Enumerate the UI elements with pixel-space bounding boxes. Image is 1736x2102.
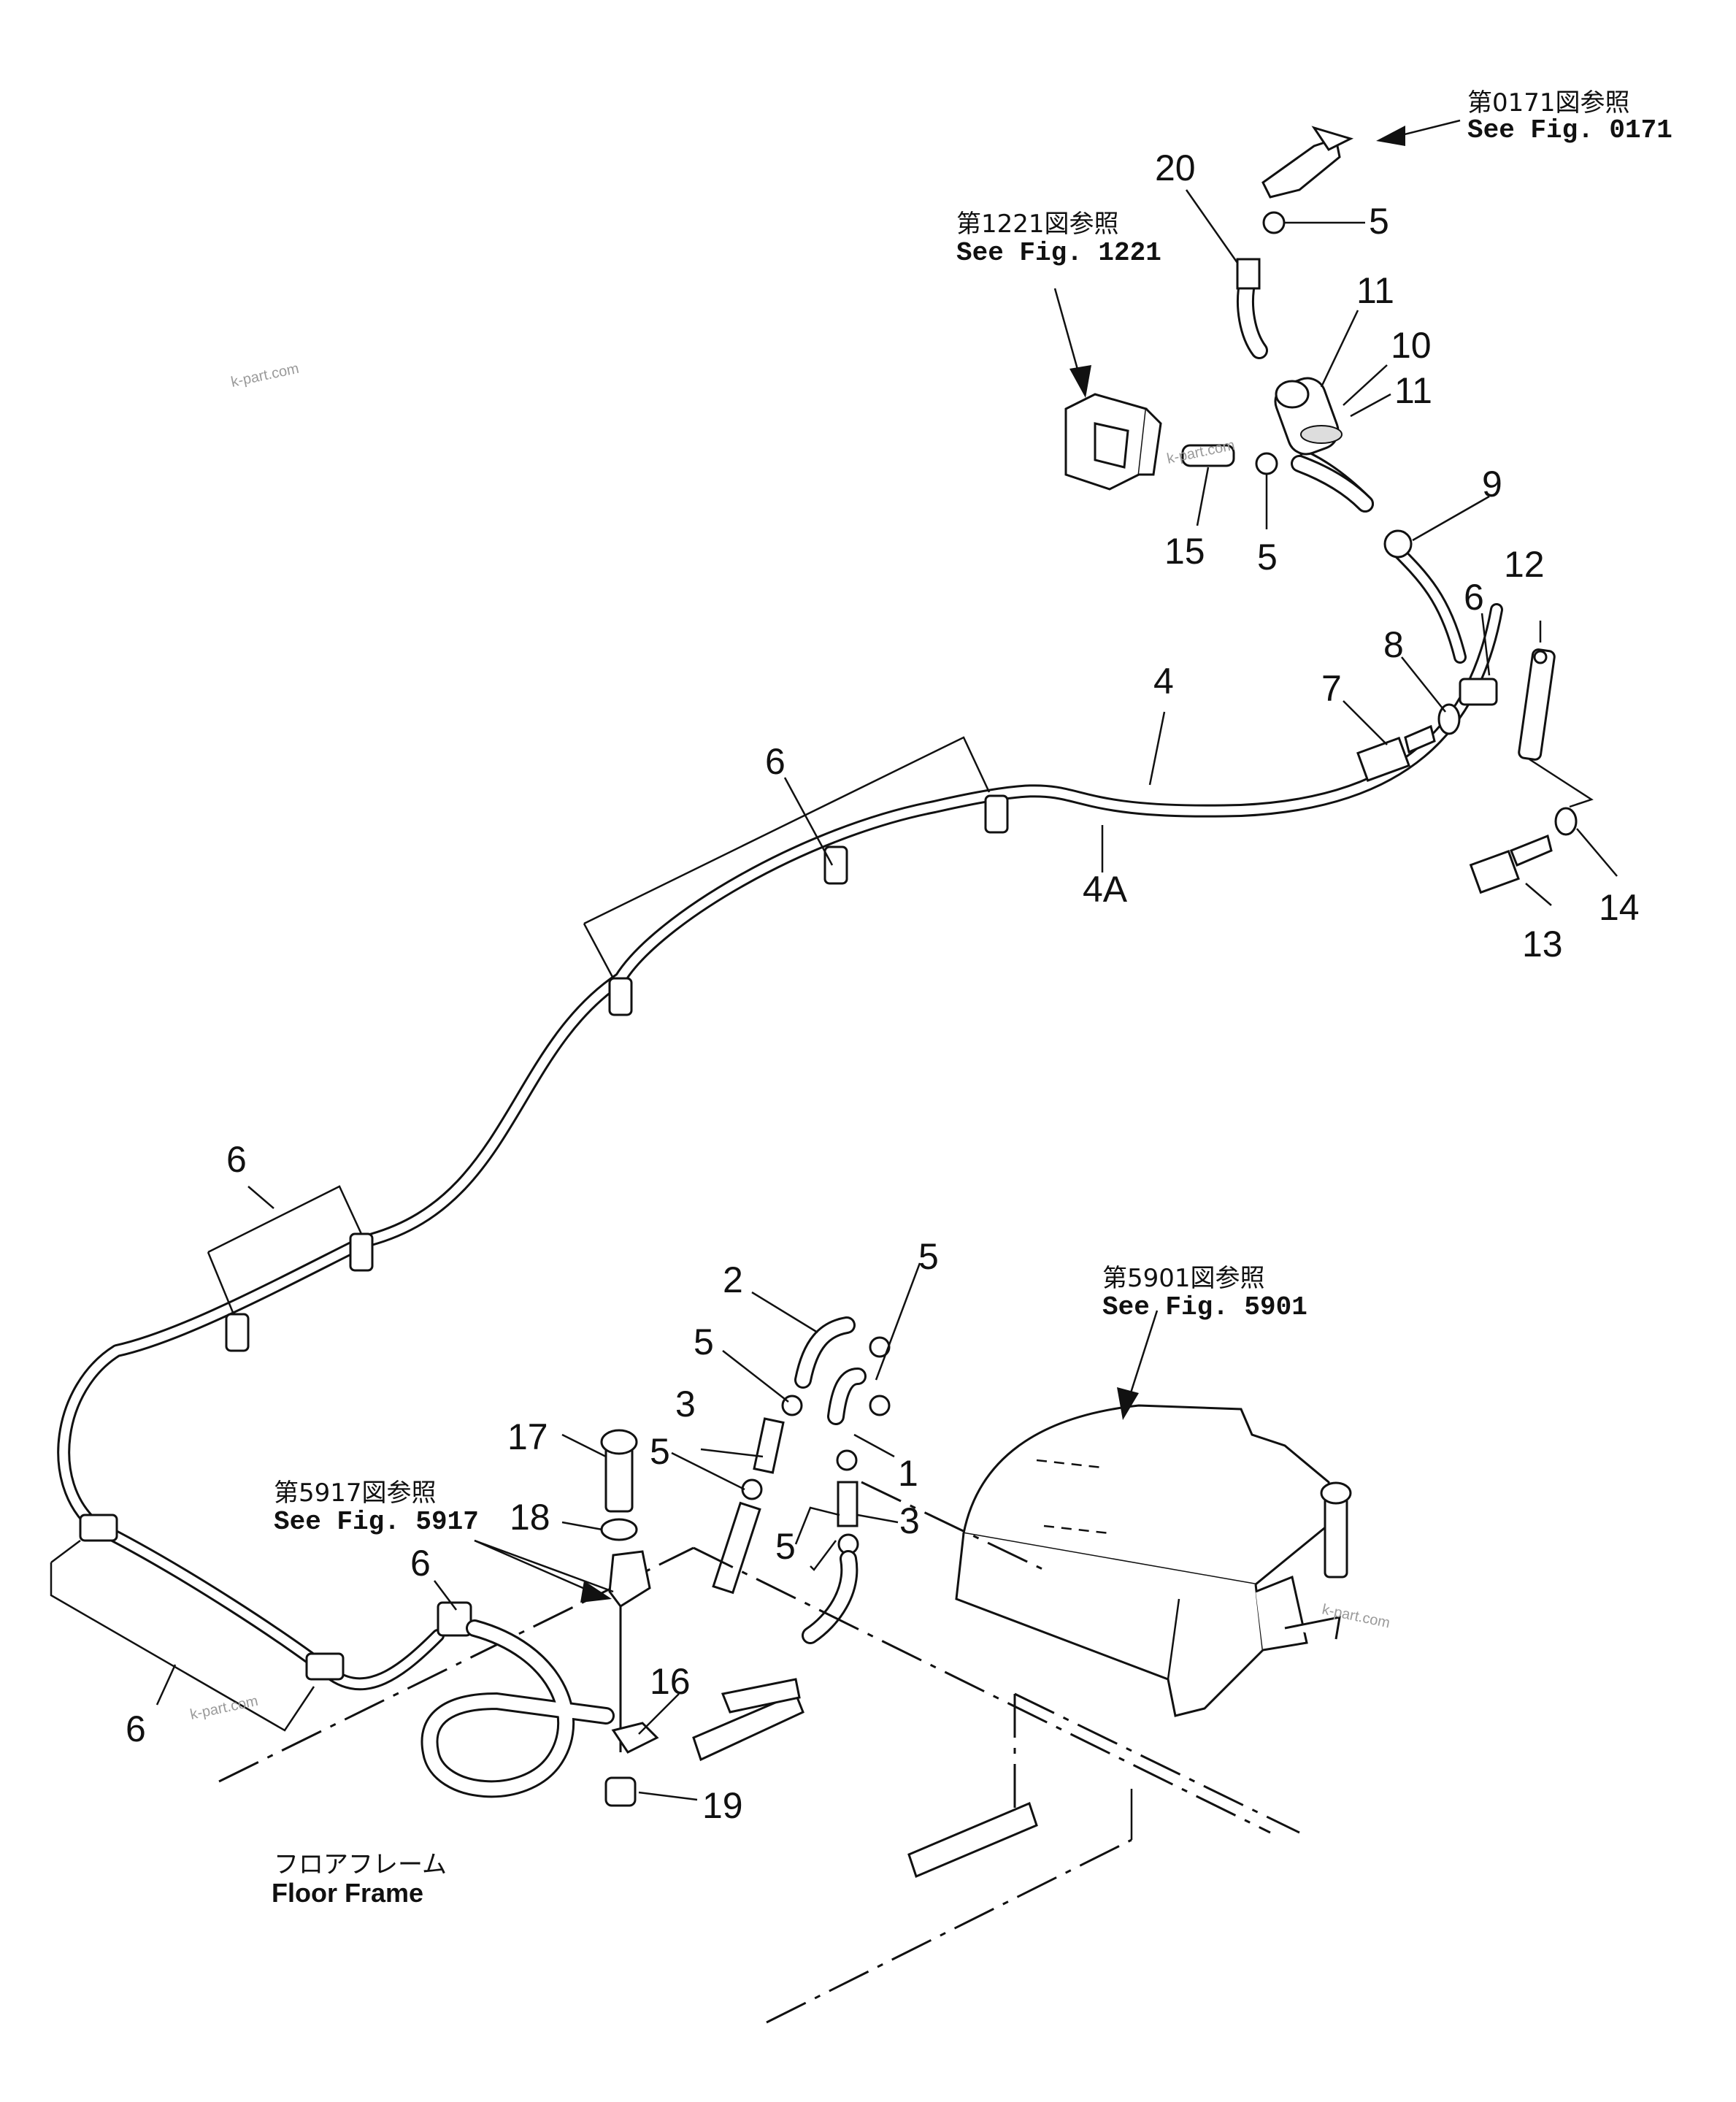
ref-fig-0171-en: See Fig. 0171 xyxy=(1467,115,1672,145)
watermark-text: k-part.com xyxy=(188,1693,259,1723)
callout-19: 19 xyxy=(702,1785,743,1826)
callout-20: 20 xyxy=(1155,147,1196,188)
callout-11: 11 xyxy=(1356,270,1394,311)
main-pipe xyxy=(57,603,1503,1691)
clamp xyxy=(984,794,1009,834)
callout-labels: 20 5 11 10 11 15 5 9 12 6 8 7 4 4A 13 14… xyxy=(126,147,1640,1826)
callout-5: 5 xyxy=(1257,537,1278,578)
floor-loop-hose xyxy=(420,1619,615,1798)
clamp xyxy=(823,845,848,885)
fitting-15 xyxy=(1181,444,1235,467)
spacer-19 xyxy=(604,1776,637,1807)
washer-14 xyxy=(1554,807,1578,836)
ref-fig-1221-jp: 第1221図参照 xyxy=(956,210,1119,239)
callout-5: 5 xyxy=(775,1526,796,1567)
callout-5: 5 xyxy=(918,1236,939,1277)
callout-4A: 4A xyxy=(1083,869,1128,910)
callout-5: 5 xyxy=(694,1322,714,1362)
reference-arrows xyxy=(474,119,1461,1603)
fitting-20 xyxy=(1236,258,1261,290)
clip-5-mid xyxy=(1255,452,1278,475)
bolt-17 xyxy=(604,1444,634,1513)
callout-4: 4 xyxy=(1153,661,1174,702)
clamp xyxy=(305,1652,345,1681)
floor-frame-jp: フロアフレーム xyxy=(274,1850,447,1879)
bracket-12 xyxy=(1518,648,1556,761)
watermark-text: k-part.com xyxy=(229,361,300,391)
clip-5-top xyxy=(1262,211,1286,234)
callout-17: 17 xyxy=(507,1416,548,1457)
ref-fig-0171-jp: 第0171図参照 xyxy=(1467,88,1630,118)
callout-13: 13 xyxy=(1522,924,1563,964)
callout-12: 12 xyxy=(1504,544,1545,585)
ref-fig-5917-jp: 第5917図参照 xyxy=(274,1478,437,1508)
bolt-tank xyxy=(1324,1495,1348,1579)
group-brackets xyxy=(50,736,1594,1732)
callout-15: 15 xyxy=(1164,531,1205,572)
reference-labels: 第0171図参照 See Fig. 0171 第1221図参照 See Fig.… xyxy=(272,88,1672,1908)
callout-6: 6 xyxy=(126,1708,146,1749)
clip-5b xyxy=(869,1395,891,1416)
ref-fig-5901-jp: 第5901図参照 xyxy=(1102,1264,1265,1293)
bolt-13 xyxy=(1469,807,1578,894)
callout-6: 6 xyxy=(226,1139,247,1180)
bracket-upper xyxy=(608,1550,651,1608)
block-fig-1221 xyxy=(1064,393,1413,559)
callout-1: 1 xyxy=(898,1453,918,1494)
callout-14: 14 xyxy=(1599,887,1640,928)
callout-11: 11 xyxy=(1394,370,1432,411)
ref-fig-5901-en: See Fig. 5901 xyxy=(1102,1292,1307,1322)
hose-3b xyxy=(837,1481,859,1527)
callout-6: 6 xyxy=(1464,577,1484,618)
leader-lines xyxy=(155,189,1618,1801)
callout-9: 9 xyxy=(1482,464,1502,505)
clamp xyxy=(437,1601,472,1637)
clamp xyxy=(1459,678,1498,706)
clamp xyxy=(349,1232,374,1272)
floor-frame-en: Floor Frame xyxy=(272,1878,423,1908)
mount-parts xyxy=(600,1429,1038,1879)
clamp xyxy=(608,977,633,1016)
clamp xyxy=(79,1514,118,1542)
callout-5: 5 xyxy=(1369,201,1389,242)
clamp xyxy=(225,1313,250,1352)
callout-2: 2 xyxy=(723,1259,743,1300)
ref-fig-1221-en: See Fig. 1221 xyxy=(956,238,1161,268)
floor-bracket xyxy=(907,1801,1038,1879)
ref-fig-5917-en: See Fig. 5917 xyxy=(274,1507,479,1537)
callout-10: 10 xyxy=(1391,325,1432,366)
callout-6: 6 xyxy=(765,741,786,782)
connector-fig-0171 xyxy=(1236,126,1354,290)
callout-6: 6 xyxy=(410,1543,431,1584)
callout-3: 3 xyxy=(899,1500,920,1541)
callout-8: 8 xyxy=(1383,624,1404,665)
bolt-7 xyxy=(1356,703,1461,782)
clip-9 xyxy=(1383,529,1413,559)
clip-5e xyxy=(836,1449,858,1471)
callout-5: 5 xyxy=(650,1431,670,1472)
washer-8 xyxy=(1437,703,1461,735)
washer-18 xyxy=(600,1518,638,1541)
clip-5d xyxy=(741,1478,763,1500)
callout-3: 3 xyxy=(675,1384,696,1424)
lower-hoses xyxy=(712,1316,891,1644)
clamps xyxy=(79,678,1498,1681)
hose-3a xyxy=(753,1417,785,1474)
callout-18: 18 xyxy=(510,1497,550,1538)
callout-7: 7 xyxy=(1321,668,1342,709)
filter-10 xyxy=(1274,377,1343,456)
bracket-16 xyxy=(611,1722,659,1754)
tank-fig-5901 xyxy=(955,1404,1352,1717)
hose-lower xyxy=(712,1501,761,1595)
callout-16: 16 xyxy=(650,1661,691,1702)
